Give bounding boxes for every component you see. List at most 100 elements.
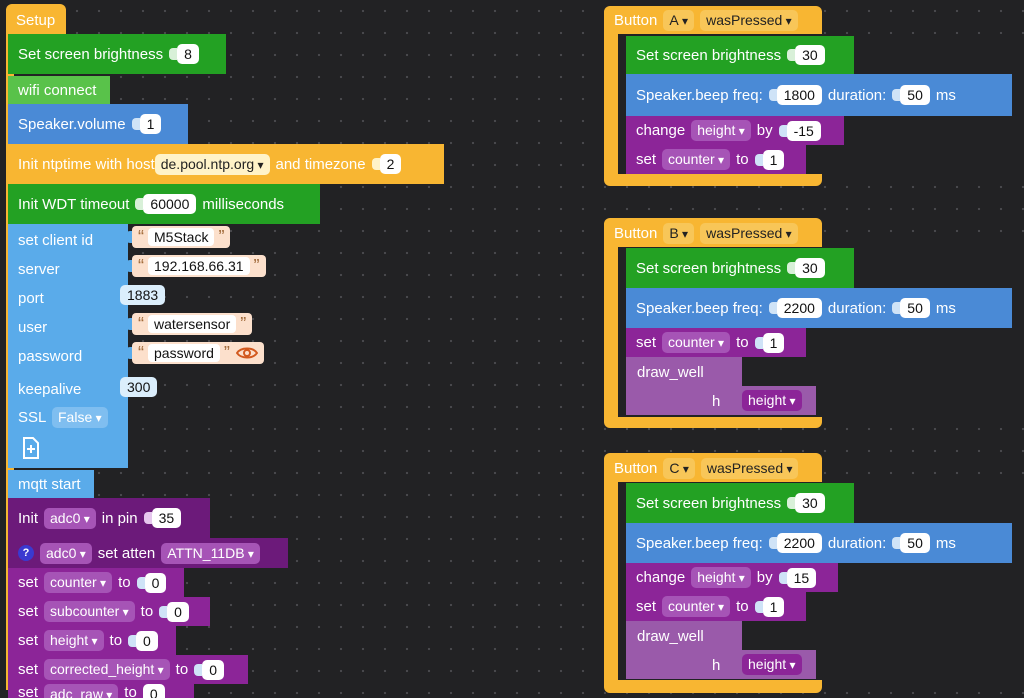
- variable-dropdown[interactable]: counter: [44, 572, 113, 593]
- change-var-block[interactable]: change height by 15: [626, 563, 838, 592]
- variable-dropdown[interactable]: height: [691, 120, 751, 141]
- set-var-block[interactable]: set counter to 1: [626, 145, 806, 174]
- atten-adc-dropdown[interactable]: adc0: [40, 542, 92, 564]
- variable-dropdown[interactable]: height: [691, 567, 751, 588]
- set-brightness-block[interactable]: Set screen brightness 30: [626, 483, 854, 523]
- input-plug-icon: [787, 262, 796, 274]
- init-ntptime-block[interactable]: Init ntptime with host de.pool.ntp.org a…: [8, 144, 444, 184]
- arg-variable-dropdown[interactable]: height: [742, 390, 802, 411]
- variable-dropdown[interactable]: height: [44, 630, 104, 651]
- set-var-block[interactable]: set counter to 1: [626, 328, 806, 357]
- server-value[interactable]: 192.168.66.31: [148, 257, 250, 275]
- brightness-label: Set screen brightness: [636, 259, 782, 277]
- input-plug-icon: [131, 118, 140, 130]
- speaker-beep-block[interactable]: Speaker.beep freq: 1800 duration: 50 ms: [626, 74, 1012, 116]
- variable-dropdown[interactable]: corrected_height: [44, 659, 170, 680]
- port-field[interactable]: 1883: [120, 285, 166, 305]
- adc-dropdown[interactable]: adc0: [44, 507, 96, 529]
- change-value[interactable]: -15: [786, 120, 821, 141]
- init-adc-block[interactable]: Init adc0 in pin 35: [8, 498, 210, 538]
- set-var-block[interactable]: set corrected_height to 0: [8, 655, 248, 684]
- freq-value[interactable]: 1800: [776, 85, 822, 105]
- arg-variable-dropdown[interactable]: height: [742, 654, 802, 675]
- port-value[interactable]: 1883: [120, 285, 166, 305]
- set-var-block[interactable]: set subcounter to 0: [8, 597, 210, 626]
- timezone-label: and timezone: [275, 155, 366, 173]
- button-key-dropdown[interactable]: B: [663, 222, 695, 244]
- ntp-host-dropdown[interactable]: de.pool.ntp.org: [154, 153, 270, 175]
- variable-dropdown[interactable]: subcounter: [44, 601, 135, 622]
- duration-value[interactable]: 50: [900, 85, 930, 105]
- speaker-beep-block[interactable]: Speaker.beep freq: 2200 duration: 50 ms: [626, 523, 1012, 563]
- set-value[interactable]: 1: [762, 596, 785, 617]
- variable-value[interactable]: 0: [136, 630, 158, 651]
- button-event-dropdown[interactable]: wasPressed: [700, 457, 799, 479]
- set-var-block[interactable]: set counter to 0: [8, 568, 184, 597]
- password-value[interactable]: password: [148, 344, 220, 362]
- keepalive-field[interactable]: 300: [120, 377, 158, 397]
- speaker-volume-value[interactable]: 1: [139, 114, 162, 134]
- ssl-label: SSL: [18, 409, 47, 426]
- button-event-dropdown[interactable]: wasPressed: [700, 222, 798, 244]
- button-key-dropdown[interactable]: C: [663, 457, 695, 479]
- to-label: to: [736, 151, 749, 168]
- keepalive-value[interactable]: 300: [120, 377, 158, 397]
- timezone-value[interactable]: 2: [379, 154, 402, 174]
- set-var-block[interactable]: set adc_raw to 0: [8, 684, 194, 698]
- variable-value[interactable]: 0: [167, 601, 189, 622]
- set-brightness-block[interactable]: Set screen brightness 30: [626, 36, 854, 74]
- client-id-label: set client id: [18, 232, 94, 249]
- user-label: user: [18, 319, 48, 336]
- set-var-block[interactable]: set height to 0: [8, 626, 176, 655]
- speaker-beep-block[interactable]: Speaker.beep freq: 2200 duration: 50 ms: [626, 288, 1012, 328]
- input-plug-icon: [892, 89, 901, 101]
- change-value[interactable]: 15: [786, 567, 817, 588]
- mqtt-start-label: mqtt start: [18, 475, 81, 493]
- duration-value[interactable]: 50: [900, 533, 930, 553]
- eye-icon[interactable]: [235, 346, 258, 360]
- atten-dropdown[interactable]: ATTN_11DB: [161, 542, 260, 564]
- ssl-dropdown[interactable]: False: [52, 407, 108, 428]
- help-icon[interactable]: ?: [18, 545, 34, 561]
- set-value[interactable]: 1: [762, 149, 785, 170]
- brightness-value[interactable]: 8: [177, 44, 199, 64]
- variable-dropdown[interactable]: counter: [662, 332, 731, 353]
- variable-value[interactable]: 0: [142, 684, 165, 698]
- by-label: by: [756, 122, 773, 139]
- mutator-add-icon[interactable]: [20, 436, 42, 460]
- wifi-connect-block[interactable]: wifi connect: [8, 76, 110, 104]
- brightness-value[interactable]: 30: [795, 258, 825, 278]
- change-var-block[interactable]: change height by -15: [626, 116, 844, 145]
- button-key-dropdown[interactable]: A: [663, 9, 695, 31]
- freq-value[interactable]: 2200: [776, 533, 822, 553]
- button-event-dropdown[interactable]: wasPressed: [700, 9, 798, 31]
- brightness-value[interactable]: 30: [795, 45, 825, 65]
- wdt-value[interactable]: 60000: [143, 194, 197, 214]
- client-id-value[interactable]: M5Stack: [148, 228, 215, 246]
- user-value[interactable]: watersensor: [148, 315, 237, 333]
- duration-value[interactable]: 50: [900, 298, 930, 318]
- init-wdt-block[interactable]: Init WDT timeout 60000 milliseconds: [8, 184, 320, 224]
- set-var-block[interactable]: set counter to 1: [626, 592, 806, 621]
- variable-value[interactable]: 0: [144, 572, 167, 593]
- variable-value[interactable]: 0: [202, 659, 224, 680]
- freq-value[interactable]: 2200: [776, 298, 822, 318]
- to-label: to: [118, 574, 131, 591]
- to-label: to: [736, 334, 749, 351]
- pin-value[interactable]: 35: [151, 508, 182, 528]
- variable-dropdown[interactable]: adc_raw: [44, 684, 119, 698]
- setup-hat-block[interactable]: [6, 4, 66, 34]
- set-value[interactable]: 1: [762, 332, 785, 353]
- adc-atten-block[interactable]: ? adc0 set atten ATTN_11DB: [8, 538, 288, 568]
- set-brightness-block[interactable]: Set screen brightness 30: [626, 248, 854, 288]
- input-plug-icon: [128, 634, 137, 647]
- set-brightness-block[interactable]: Set screen brightness 8: [8, 34, 226, 74]
- ntptime-label: Init ntptime with host: [18, 155, 155, 173]
- variable-dropdown[interactable]: counter: [662, 596, 731, 617]
- set-label: set: [636, 598, 657, 615]
- brightness-value[interactable]: 30: [795, 493, 825, 513]
- variable-dropdown[interactable]: counter: [662, 149, 731, 170]
- speaker-volume-block[interactable]: Speaker.volume 1: [8, 104, 188, 144]
- mqtt-start-block[interactable]: mqtt start: [8, 470, 94, 498]
- change-label: change: [636, 122, 686, 139]
